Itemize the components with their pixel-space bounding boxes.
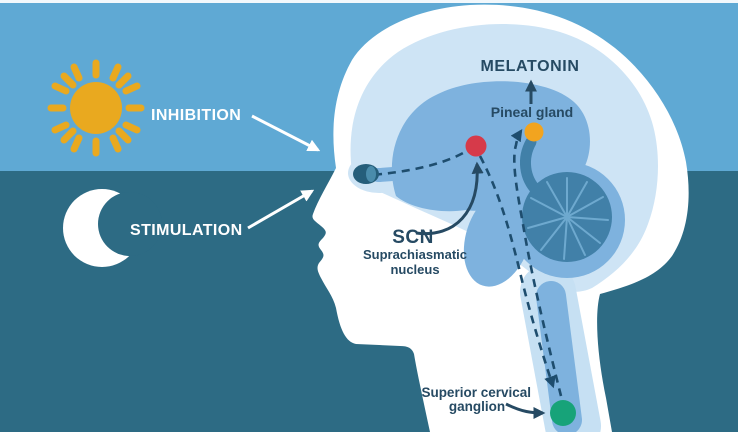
moon-icon	[63, 189, 162, 267]
pathway-ganglion-to-pineal	[510, 129, 563, 397]
eye-icon	[353, 164, 379, 184]
stimulation-arrow	[247, 189, 315, 230]
scn-name-line2: nucleus	[390, 262, 439, 277]
pineal-stalk	[520, 136, 543, 197]
scn-name-line1: Suprachiasmatic	[363, 247, 467, 262]
top-border	[0, 0, 738, 3]
annotation-arrows	[415, 79, 546, 419]
neural-pathways	[359, 129, 563, 397]
cerebellum-folia-lines	[527, 177, 609, 260]
scn-dot	[465, 135, 487, 157]
scg-label-line1: Superior cervical	[421, 385, 531, 400]
pineal-gland-label: Pineal gland	[491, 104, 573, 120]
moon-cutout	[98, 192, 162, 256]
inhibition-label: INHIBITION	[151, 107, 241, 124]
light-arrows	[247, 114, 321, 230]
pineal-gland-dot	[524, 122, 544, 142]
melatonin-label: MELATONIN	[480, 58, 579, 75]
pathway-eye-to-scn	[359, 150, 466, 178]
pathway-scn-to-ganglion	[478, 155, 556, 389]
scn-arrow	[415, 161, 484, 236]
cerebellum	[522, 172, 612, 262]
scg-label-line2: ganglion	[449, 399, 505, 414]
scn-abbr-label: SCN	[392, 227, 434, 248]
sun-icon	[47, 59, 145, 157]
inhibition-arrow	[251, 114, 321, 152]
ganglion-dot	[550, 400, 576, 426]
stimulation-label: STIMULATION	[130, 222, 243, 239]
ganglion-arrow	[505, 402, 546, 419]
